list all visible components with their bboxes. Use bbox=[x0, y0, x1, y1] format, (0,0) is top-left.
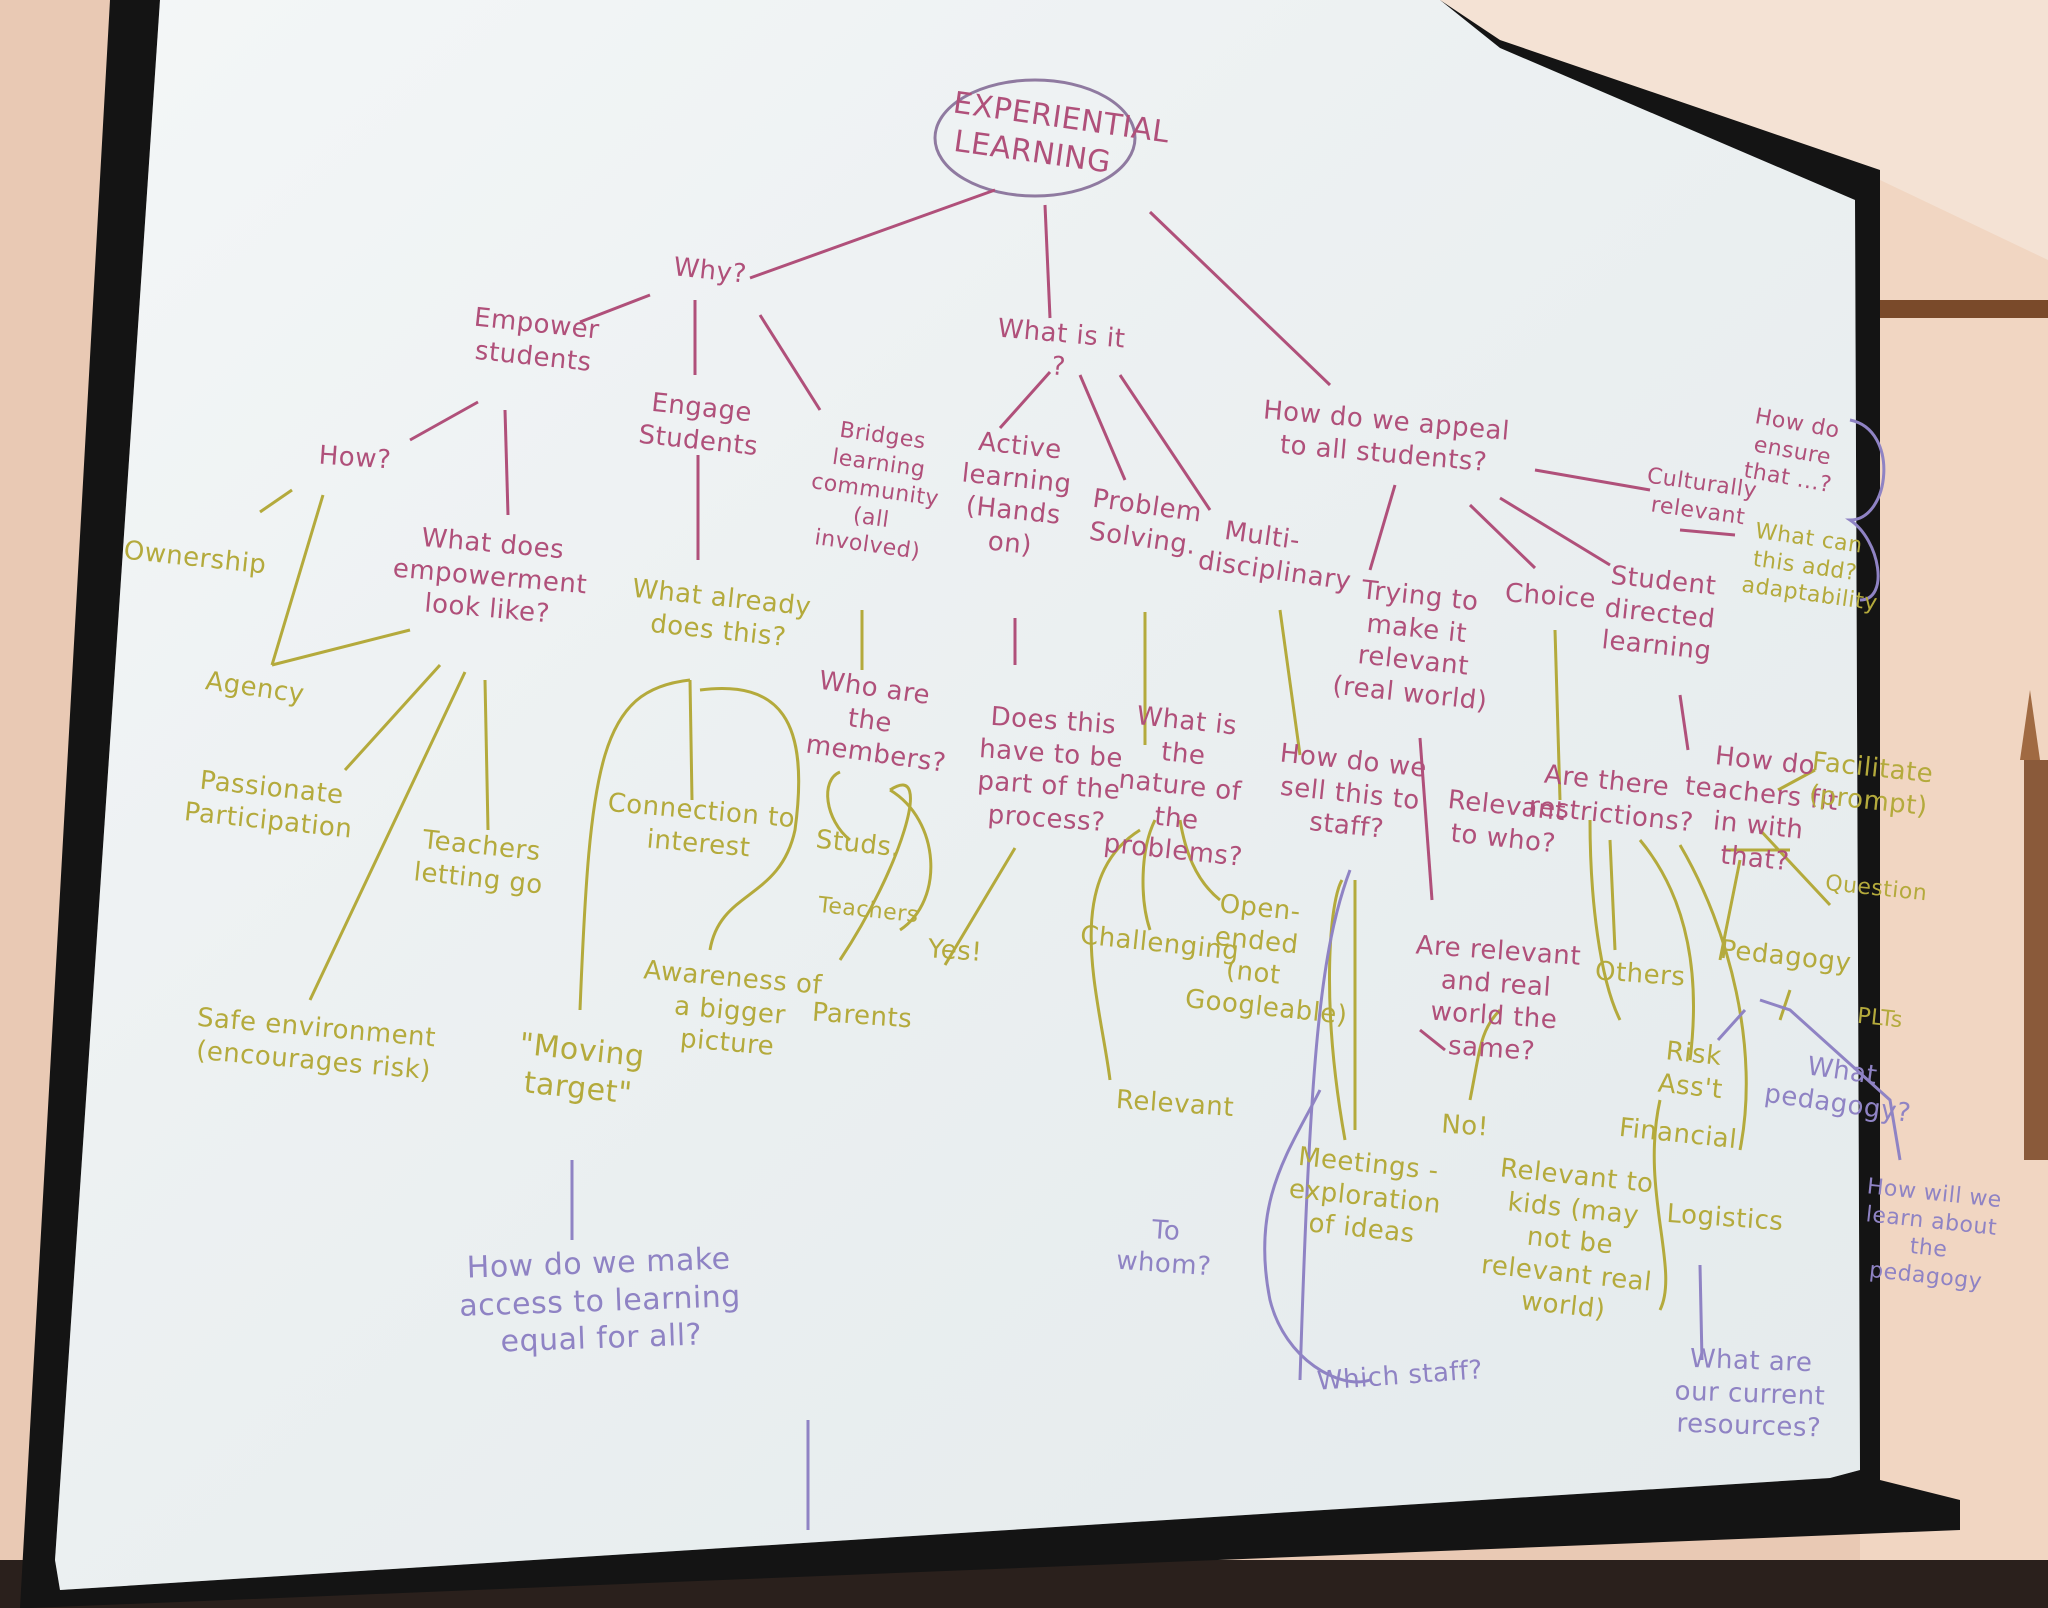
node-nature-question: What is the nature of the problems? bbox=[1102, 698, 1258, 874]
wall-trim bbox=[1860, 300, 2048, 318]
node-resources-question: What are our current resources? bbox=[1663, 1342, 1836, 1445]
node-empowerment-question: What does empowerment look like? bbox=[386, 519, 594, 634]
node-members: Who are the members? bbox=[804, 664, 936, 777]
node-to-whom: To whom? bbox=[1108, 1211, 1222, 1284]
node-yes: Yes! bbox=[914, 932, 996, 970]
node-learn-about: How will we learn about the pedagogy bbox=[1850, 1172, 2011, 1297]
node-choice: Choice bbox=[1504, 577, 1586, 615]
node-make-relevant: Trying to make it relevant (real world) bbox=[1329, 572, 1502, 718]
finial-post bbox=[2024, 760, 2048, 1160]
node-others: Others bbox=[1594, 955, 1676, 993]
node-facilitate: Facilitate (prompt) bbox=[1807, 746, 1933, 823]
node-what-is-it: What is it ? bbox=[982, 312, 1137, 390]
node-engage: Engage Students bbox=[637, 386, 763, 463]
node-risk: Risk Ass't bbox=[1629, 1032, 1755, 1109]
node-meetings: Meetings - exploration of ideas bbox=[1280, 1140, 1449, 1254]
node-no: No! bbox=[1434, 1108, 1496, 1145]
node-relevant-to-kids: Relevant to kids (may not be relevant re… bbox=[1472, 1151, 1668, 1331]
node-active-learning: Active learning (Hands on) bbox=[949, 424, 1082, 566]
node-community: Bridges learning community (all involved… bbox=[791, 412, 959, 569]
node-what-add: What can this add? adaptability bbox=[1740, 517, 1870, 615]
node-sell-question: How do we sell this to staff? bbox=[1270, 737, 1429, 850]
node-open-ended: Open-ended (not Googleable) bbox=[1184, 886, 1327, 1029]
node-parents: Parents bbox=[811, 997, 913, 1036]
node-equal-access: How do we make access to learning equal … bbox=[443, 1240, 757, 1363]
node-same-question: Are relevant and real world the same? bbox=[1396, 929, 1595, 1072]
node-student-directed: Student directed learning bbox=[1580, 557, 1739, 670]
